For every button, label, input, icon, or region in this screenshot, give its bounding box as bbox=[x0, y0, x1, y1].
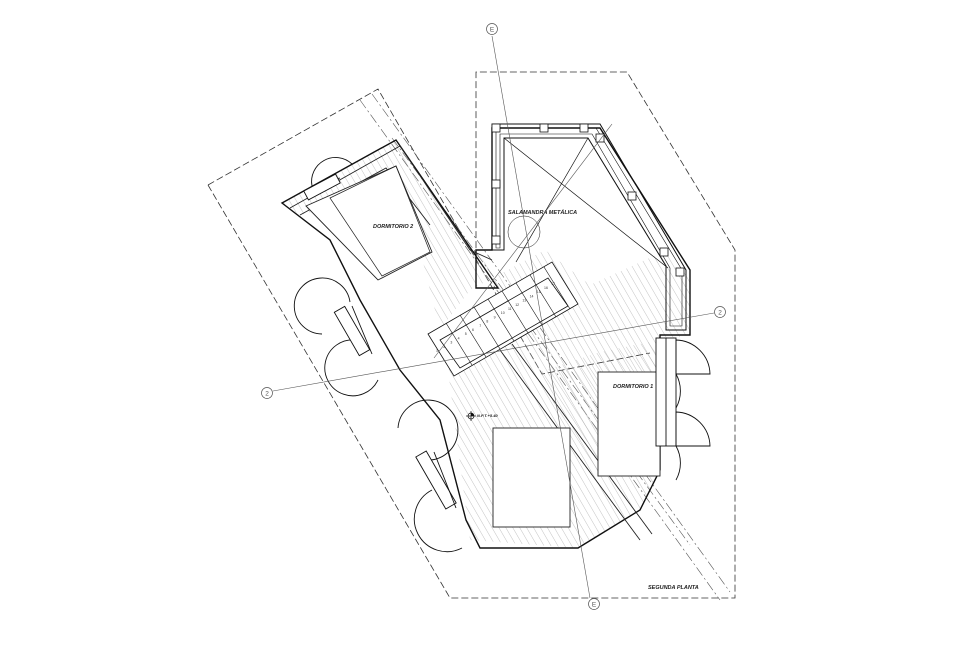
dormitorio-2: DORMITORIO 2 bbox=[305, 165, 433, 281]
stair-step-number: 1 bbox=[436, 349, 438, 353]
stair-step-number: 8 bbox=[486, 320, 488, 324]
axis-e-top-bubble: E bbox=[486, 23, 498, 35]
stair-step-number: 6 bbox=[472, 328, 474, 332]
stair-step-number: 7 bbox=[479, 324, 481, 328]
stair-step-number: 3 bbox=[450, 341, 452, 345]
stair-step-number: 16 bbox=[544, 286, 548, 290]
stair-step-number: 15 bbox=[537, 290, 541, 294]
axis-2-right-bubble: 2 bbox=[714, 306, 726, 318]
left-windows bbox=[293, 157, 463, 553]
sheet-title: SEGUNDA PLANTA bbox=[648, 585, 699, 591]
stair-step-number: 10 bbox=[501, 311, 505, 315]
axis-e-bottom-bubble: E bbox=[588, 598, 600, 610]
stair-step-number: 13 bbox=[522, 299, 526, 303]
lot-boundary bbox=[207, 71, 736, 599]
stair-step-number: 9 bbox=[494, 315, 496, 319]
dormitorio-2-label: DORMITORIO 2 bbox=[373, 224, 413, 230]
stair-step-number: 14 bbox=[530, 294, 534, 298]
axis-2-left-bubble: 2 bbox=[261, 387, 273, 399]
axis-lines bbox=[272, 35, 715, 599]
stair-step-number: 2 bbox=[443, 345, 445, 349]
stair-step-number: 11 bbox=[508, 307, 512, 311]
level-label: N.P.T.+5.40 bbox=[477, 413, 498, 418]
stair-step-number: 17 bbox=[551, 282, 555, 286]
stair-step-number: 5 bbox=[465, 332, 467, 336]
exterior-walls bbox=[280, 127, 691, 549]
right-windows bbox=[655, 337, 711, 481]
dormitorio-1: DORMITORIO 1 bbox=[540, 340, 661, 477]
svg-text:E: E bbox=[592, 602, 597, 609]
level-marker: N.P.T.+5.40 bbox=[466, 411, 498, 421]
dormitorio-1-label: DORMITORIO 1 bbox=[613, 384, 653, 390]
svg-text:2: 2 bbox=[265, 391, 269, 398]
salamandra-label: SALAMANDRA METÁLICA bbox=[508, 209, 577, 216]
svg-text:2: 2 bbox=[718, 310, 722, 317]
salamandra-frame: SALAMANDRA METÁLICA bbox=[491, 123, 687, 331]
stair-step-number: 4 bbox=[458, 336, 460, 340]
central-block bbox=[492, 427, 571, 528]
svg-text:E: E bbox=[490, 27, 495, 34]
stair-steps bbox=[445, 266, 571, 366]
stair-step-number: 12 bbox=[515, 303, 519, 307]
